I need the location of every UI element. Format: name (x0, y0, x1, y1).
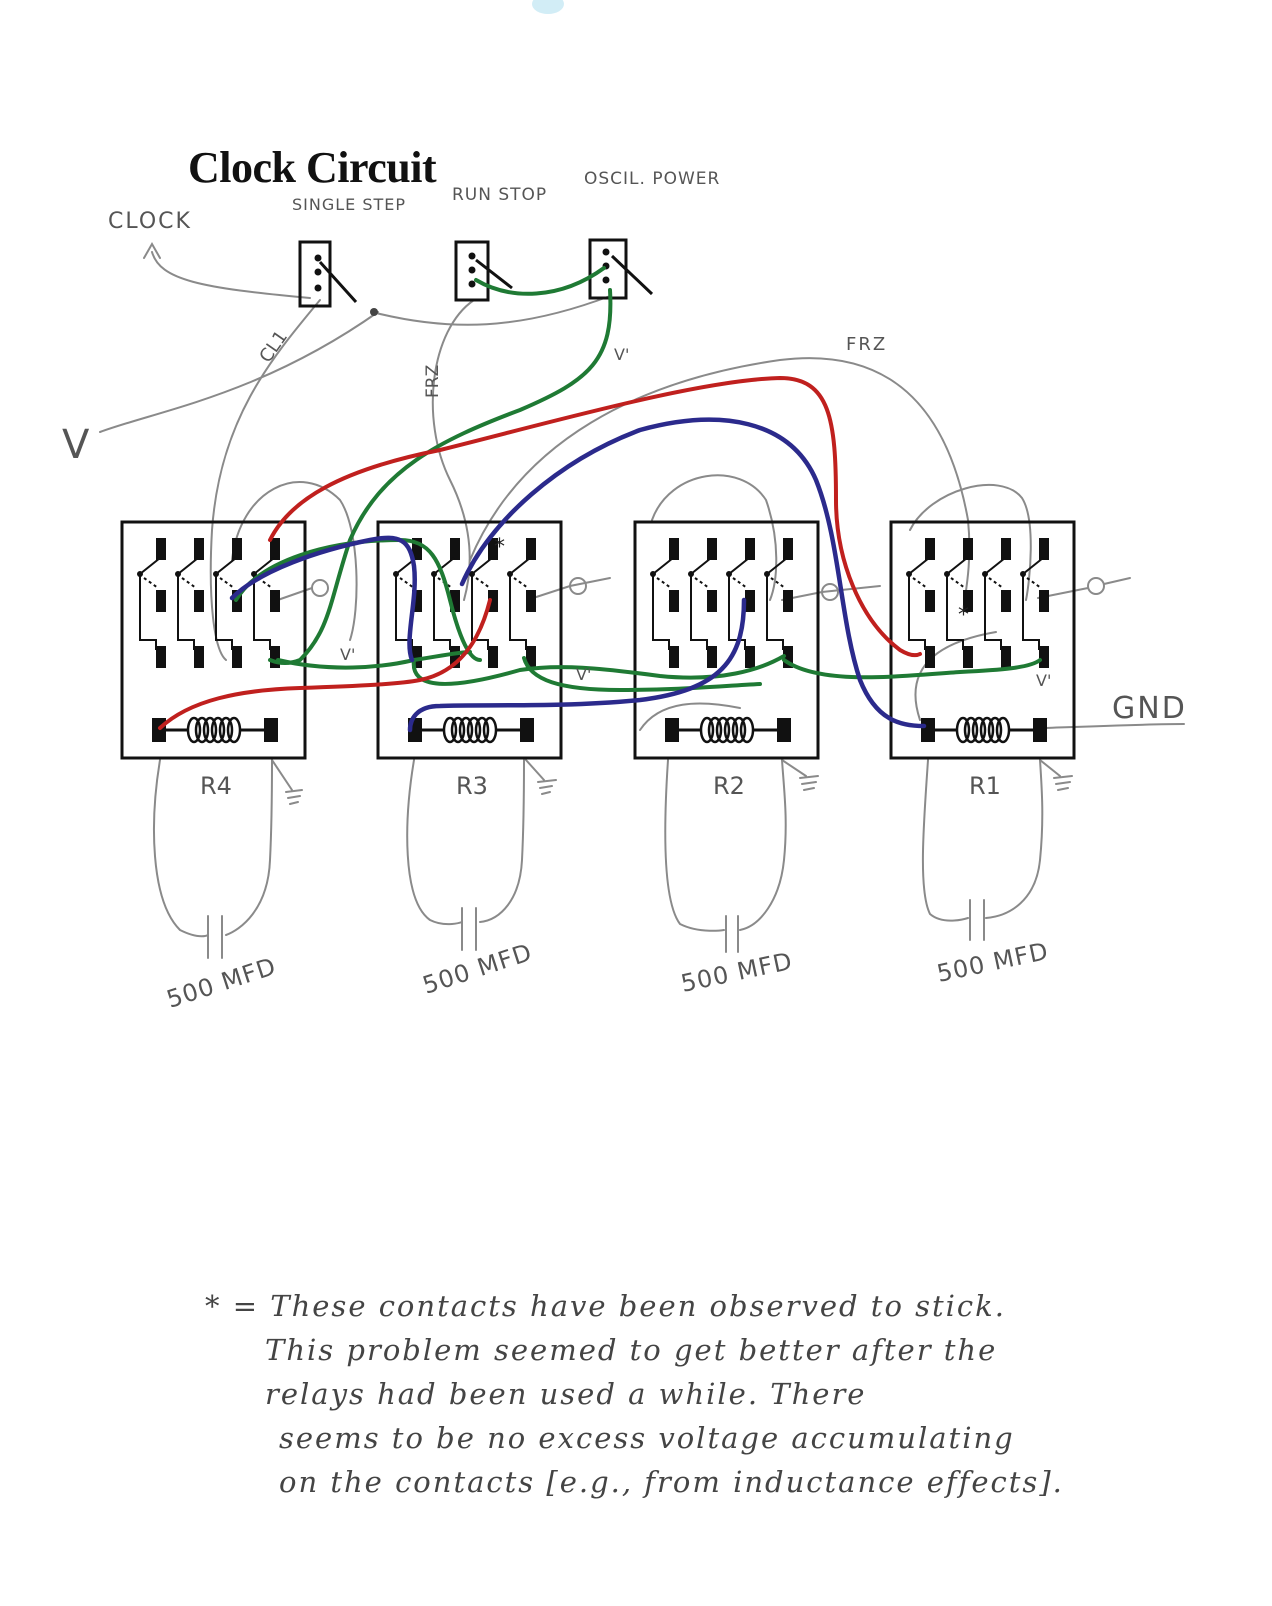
blue-wire-r4 (229, 535, 417, 663)
v-prime-r1-label: V' (1036, 671, 1051, 690)
green-wire-bus-2 (411, 654, 786, 686)
switch-single-step (298, 240, 358, 308)
single-step-label: SINGLE STEP (292, 195, 406, 214)
clock-arrow (143, 241, 161, 259)
v-label: V (62, 422, 90, 468)
relay-name-label: R4 (200, 772, 232, 800)
red-wire-bottom (158, 598, 492, 730)
run-stop-label: RUN STOP (452, 185, 547, 205)
r4-terminal (311, 579, 329, 597)
oscil-power-label: OSCIL. POWER (584, 169, 720, 189)
relay-name-label: R3 (456, 772, 488, 800)
green-wire-runstop-oscil (474, 266, 606, 296)
green-wire-bus-1 (276, 650, 472, 670)
r4-ground (271, 759, 303, 805)
green-wire-r4-r3 (234, 537, 482, 662)
junction-wire (371, 295, 611, 326)
relay-r2 (633, 520, 820, 760)
capacitor-label: 500 MFD (419, 938, 536, 1000)
junction-dot (370, 308, 378, 316)
r1-cap-plates (969, 899, 985, 941)
r3-ground (525, 759, 557, 795)
r1-lead-out (1103, 577, 1131, 585)
colored-wires (158, 266, 1042, 733)
r1-ground (1039, 759, 1073, 791)
r2-cap-plates (725, 915, 739, 953)
blue-wire-r2-r3 (407, 597, 747, 733)
r3-terminal (569, 577, 587, 595)
green-wire-oscil-down (268, 288, 613, 665)
r4-cap-plates (207, 915, 223, 959)
red-wire-top (268, 375, 922, 658)
gnd-wire (1045, 723, 1185, 729)
relay-name-label: R2 (713, 772, 745, 800)
v-input-wire (99, 311, 379, 433)
r2-ground (781, 759, 819, 791)
relay-r1 (889, 520, 1076, 760)
switch-oscil-power (588, 238, 654, 300)
smudge-mark (532, 0, 564, 14)
footnote-line-4: seems to be no excess voltage accumulati… (279, 1421, 1015, 1455)
r1-cap-loop (921, 759, 1044, 922)
capacitor-label: 500 MFD (934, 937, 1051, 988)
r4-loop (231, 481, 358, 641)
star-r3-label: * (494, 535, 505, 560)
r2-lead (781, 585, 881, 601)
clock-output-wire (151, 251, 311, 299)
r2-terminal (821, 583, 839, 601)
green-wire-bus-3 (782, 658, 1042, 680)
blue-wire-long (459, 417, 927, 729)
relay-labels-group: R4 500 MFD R3 500 MFD R2 500 MFD R1 500 MFD (163, 772, 1051, 1014)
star-r1-label: * (958, 603, 969, 628)
frz-vertical-label: FRZ (423, 365, 443, 398)
footnote-line-5: on the contacts [e.g., from inductance e… (279, 1465, 1064, 1499)
r2-coil-link (639, 702, 741, 731)
footnote-star: * = (205, 1289, 271, 1323)
frz-top-label: FRZ (846, 334, 887, 355)
r3-cap-loop (406, 759, 525, 926)
v-prime-switch-label: V' (614, 345, 629, 364)
footnote-line-1: * = These contacts have been observed to… (205, 1289, 1006, 1323)
r2-loop (651, 474, 778, 601)
cl1-label: CL1 (255, 327, 292, 367)
r3-cap-plates (461, 907, 477, 951)
green-wire-r3 (522, 656, 762, 693)
pencil-labels: CLOCK SINGLE STEP RUN STOP OSCIL. POWER … (62, 169, 1187, 726)
clock-label: CLOCK (108, 209, 192, 234)
diagram-title: Clock Circuit (188, 143, 437, 192)
v-prime-r3-label: V' (576, 665, 591, 684)
r4-cap-loop (153, 759, 273, 938)
relay-r3 (376, 520, 563, 760)
capacitor-label: 500 MFD (678, 947, 795, 998)
capacitor-label: 500 MFD (163, 952, 280, 1014)
r3-lead (526, 577, 611, 601)
v-prime-r4-label: V' (340, 645, 355, 664)
r2-cap-loop (664, 759, 787, 932)
relay-name-label: R1 (969, 772, 1001, 800)
r1-terminal (1087, 577, 1105, 595)
footnote: * = These contacts have been observed to… (205, 1284, 1105, 1504)
footnote-line-2: This problem seemed to get better after … (265, 1333, 998, 1367)
footnote-line-3: relays had been used a while. There (265, 1377, 867, 1411)
gnd-label: GND (1112, 691, 1187, 726)
switch-run-stop (454, 240, 513, 302)
relay-r4 (120, 520, 307, 760)
relays-group (120, 520, 1076, 760)
